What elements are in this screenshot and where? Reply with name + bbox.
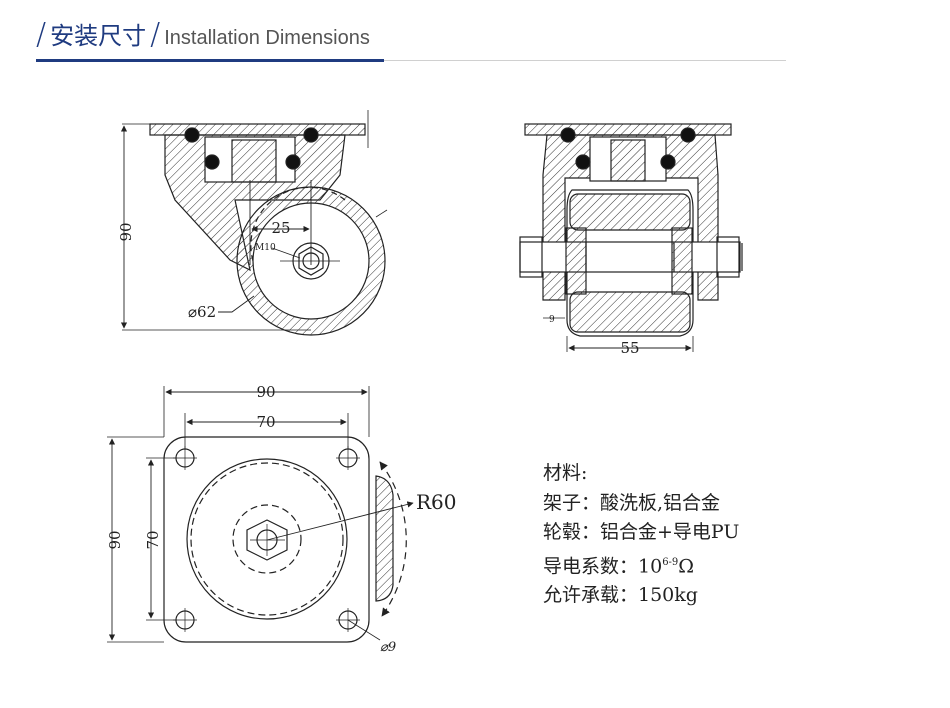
front-wheel-tread-top	[569, 193, 691, 231]
section-header: / 安装尺寸 / Installation Dimensions	[36, 16, 796, 66]
spec-wheel: 轮毂：铝合金+导电PU	[543, 521, 740, 543]
bearing-ball	[285, 154, 301, 170]
spec-conductivity: 导电系数：106-9Ω	[543, 548, 803, 582]
slash-mark: /	[36, 17, 47, 52]
swivel-ring	[186, 458, 348, 620]
front-width-label: 55	[620, 339, 639, 357]
side-height-label: 90	[117, 222, 135, 241]
front-wheel-tread-bottom	[569, 291, 691, 333]
spec-material-label: 材料:	[543, 462, 588, 484]
spec-frame: 架子：酸洗板,铝合金	[543, 491, 721, 514]
top-inner-width-label: 70	[256, 413, 275, 431]
spec-list: 材料: 架子：酸洗板,铝合金 轮毂：铝合金+导电PU 导电系数：106-9Ω 允…	[543, 459, 803, 611]
front-top-plate	[524, 123, 732, 136]
title-cn: 安装尺寸	[50, 22, 147, 50]
top-hole-label: ⌀9	[380, 640, 396, 655]
side-offset-label: 25	[271, 219, 290, 237]
bearing-ball	[204, 154, 220, 170]
side-bolt-label: M10	[255, 243, 276, 253]
side-view	[120, 110, 388, 336]
axle-nut-left	[519, 236, 543, 278]
top-radius-label: R60	[416, 490, 457, 514]
top-axle-nut	[246, 519, 288, 561]
front-axle	[519, 241, 741, 273]
header-underline-divider	[384, 60, 786, 61]
spec-load: 允许承载：150kg	[543, 584, 698, 607]
bearing-ball	[184, 127, 200, 143]
spec-conductivity-unit: Ω	[678, 554, 695, 577]
top-outer-width-label: 90	[256, 383, 275, 401]
top-view	[107, 386, 414, 643]
front-small-label: 9	[549, 315, 555, 325]
top-plate-outline	[163, 436, 370, 643]
side-bearing-block	[231, 139, 277, 183]
side-wheel-dia-label: ⌀62	[188, 303, 216, 321]
header-underline-accent	[36, 59, 384, 62]
bearing-ball	[303, 127, 319, 143]
top-inner-height-label: 70	[144, 530, 162, 549]
slash-mark: /	[150, 17, 161, 52]
title-en: Installation Dimensions	[164, 27, 370, 49]
axle-nut-right	[716, 236, 740, 278]
front-view	[519, 123, 743, 352]
axle-nut	[298, 246, 324, 276]
side-top-plate	[149, 123, 366, 136]
spec-conductivity-prefix: 导电系数：10	[543, 554, 663, 577]
header-title-row: / 安装尺寸 / Installation Dimensions	[36, 16, 370, 52]
spec-conductivity-exp: 6-9	[662, 556, 679, 568]
top-outer-height-label: 90	[106, 530, 124, 549]
top-wheel-edge	[375, 475, 394, 602]
